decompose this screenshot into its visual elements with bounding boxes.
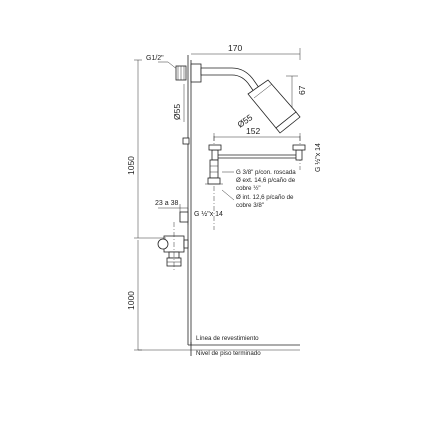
revestimiento-label: Línea de revestimiento: [196, 335, 259, 342]
dim-1050: [134, 59, 166, 239]
dim-1000-label: 1000: [126, 291, 136, 310]
shower-head: [247, 79, 301, 134]
top-fitting: [158, 61, 187, 81]
mixer-body: [205, 136, 306, 230]
dim-170: [191, 48, 301, 60]
dim-152: [213, 133, 301, 141]
conn-line-4: Ø int. 12,6 p/caño de: [236, 194, 294, 201]
dim-23a38-label: 23 a 38: [155, 200, 178, 207]
conn-line-3: cobre ½": [236, 185, 261, 192]
dim-1050-label: 1050: [126, 156, 136, 175]
conn-line-2: Ø ext. 14,6 p/caño de: [236, 177, 296, 184]
dim-23a38: [158, 204, 189, 225]
floor-lines: [138, 342, 300, 356]
connection-note: [221, 171, 235, 201]
wall-plug: [182, 137, 190, 145]
g12-label: G1/2": [146, 55, 164, 62]
conn-line-1: G 3/8" p/con. roscada: [236, 169, 296, 176]
dim-67: [286, 75, 298, 108]
dim-152-label: 152: [246, 126, 260, 136]
g-half-14-mid-label: G ½"x 14: [194, 210, 223, 218]
g-half-14-right-label: G ½"x 14: [314, 143, 322, 172]
dim-55-top-label: Ø55: [172, 104, 182, 120]
dim-67-label: 67: [297, 85, 307, 95]
dim-170-label: 170: [228, 43, 242, 53]
wall-pipe-line: [187, 55, 192, 345]
piso-label: Nivel de piso terminado: [196, 350, 261, 357]
conn-line-5: cobre 3/8": [236, 202, 264, 209]
lower-valve: [157, 222, 189, 272]
